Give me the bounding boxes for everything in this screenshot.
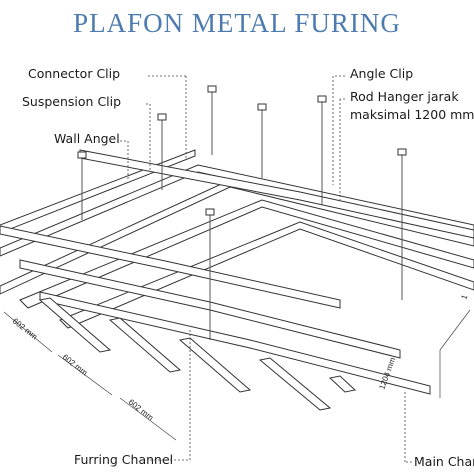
- wall-angle-rail: [0, 149, 196, 234]
- dimension-label-3: 602 mm: [127, 397, 156, 422]
- dimension-lines: [3, 309, 471, 441]
- connector-clip-label: Connector Clip: [28, 66, 121, 81]
- rod-hanger-label-line2: maksimal 1200 mm: [350, 107, 474, 122]
- rod-hanger-label-line1: Rod Hanger jarak: [350, 89, 459, 104]
- main-channels: [0, 149, 474, 395]
- main-channel-label: Main Chan: [414, 454, 474, 469]
- suspension-clip-label: Suspension Clip: [22, 94, 122, 109]
- dimension-label-5: 1: [459, 293, 469, 301]
- dimension-label-1: 602 mm: [11, 316, 40, 341]
- furring-channel-4: [59, 221, 474, 329]
- hanger-clips: [77, 85, 407, 216]
- main-channel-1: [0, 225, 341, 309]
- diagram-title: PLAFON METAL FURING: [73, 8, 401, 38]
- furring-channel-label: Furring Channel: [74, 452, 174, 467]
- furring-channel-3: [19, 199, 474, 309]
- rod-hangers: [81, 92, 403, 340]
- wall-angel-label: Wall Angel: [54, 131, 120, 146]
- cross-members: [38, 297, 357, 411]
- callout-leaders: [120, 75, 412, 463]
- angle-clip-label: Angle Clip: [350, 66, 414, 81]
- dimension-label-2: 602 mm: [61, 352, 90, 377]
